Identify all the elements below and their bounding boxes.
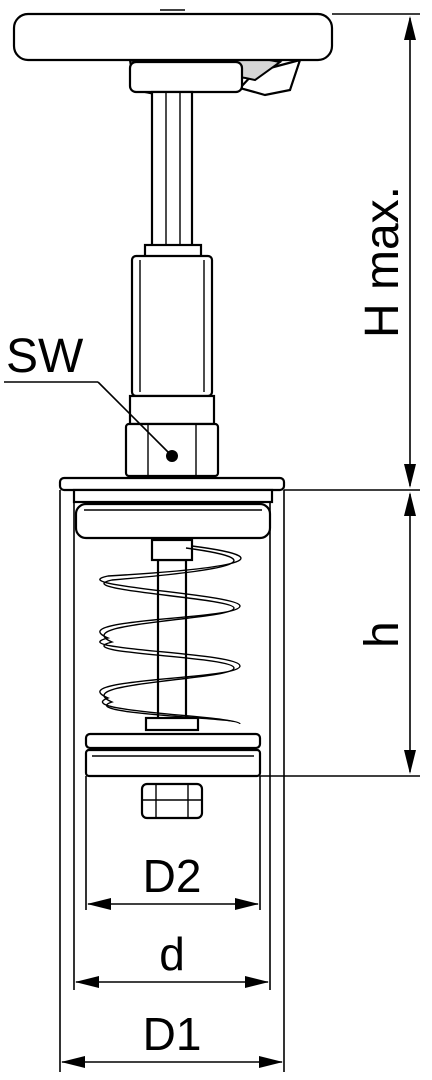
flange (58, 476, 286, 540)
bonnet (124, 254, 220, 478)
sw-label: SW (6, 330, 84, 383)
h-max-label: H max. (356, 186, 409, 338)
d-label: d (159, 928, 185, 980)
d2-dimension: D2 (87, 850, 259, 910)
d2-label: D2 (143, 850, 202, 902)
bottom-nut (140, 782, 204, 820)
handwheel (12, 9, 334, 97)
sw-callout: SW (4, 330, 171, 455)
h-dimension: h (356, 492, 416, 774)
d-dimension: d (75, 928, 269, 988)
d1-dimension: D1 (61, 1008, 283, 1068)
extension-lines (59, 13, 420, 1072)
h-max-dimension: H max. (356, 16, 416, 488)
lower-plates (84, 732, 262, 778)
spindle (143, 90, 203, 261)
spring-assembly (99, 538, 242, 732)
d1-label: D1 (143, 1008, 202, 1060)
h-label: h (356, 621, 409, 648)
